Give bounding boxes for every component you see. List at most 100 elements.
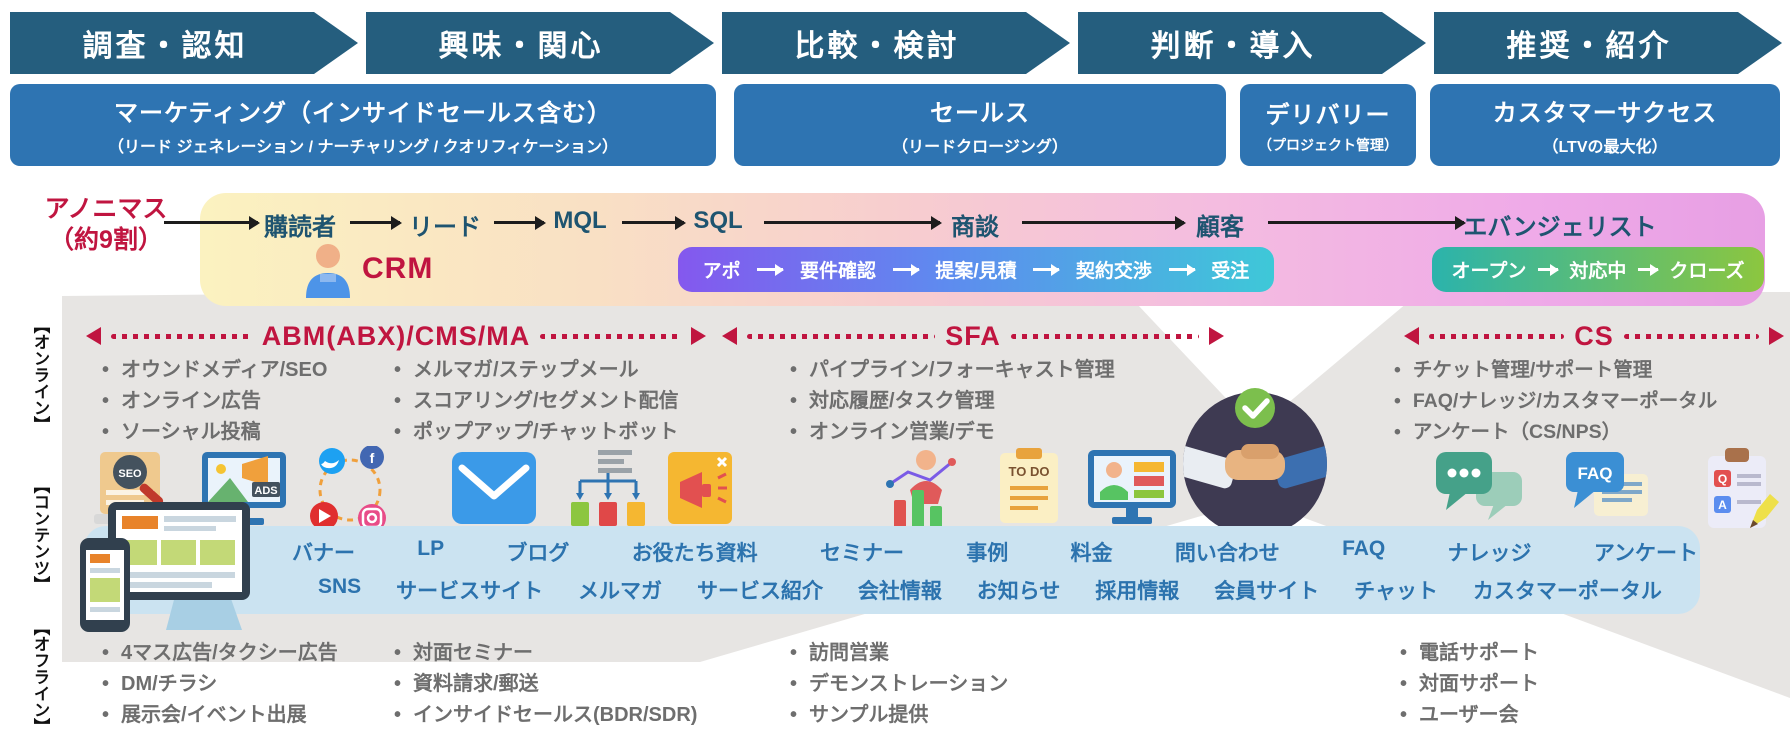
- list-item: 電話サポート: [1400, 638, 1539, 669]
- dotted-line: [111, 333, 252, 339]
- list-item: 対面セミナー: [394, 638, 697, 669]
- arrow-anonymous-to-subscriber: [164, 215, 260, 230]
- section-header-abm: ABM(ABX)/CMS/MA: [86, 318, 706, 354]
- list-item: FAQ/ナレッジ/カスタマーポータル: [1394, 386, 1717, 417]
- content-item: お役たち資料: [631, 542, 758, 565]
- pipeline-chart-icon: [886, 450, 956, 528]
- dept-subtitle: （プロジェクト管理）: [1258, 137, 1398, 153]
- facebook-glyph: f: [370, 450, 375, 466]
- dept-box-marketing: マーケティング（インサイドセールス含む） （リード ジェネレーション / ナーチ…: [10, 84, 716, 166]
- dept-title: デリバリー: [1265, 102, 1391, 129]
- q-glyph: Q: [1718, 472, 1727, 486]
- online-sales-demo-icon: [1088, 450, 1176, 524]
- crm-user-icon: [306, 244, 350, 298]
- sales-step: 受注: [1211, 261, 1250, 282]
- list-item: 訪問営業: [790, 638, 1008, 669]
- list-item: オウンドメディア/SEO: [102, 355, 327, 386]
- list-item: 4マス広告/タクシー広告: [102, 638, 338, 669]
- content-item: カスタマーポータル: [1472, 580, 1662, 603]
- anonymous-ratio: （約9割）: [49, 226, 163, 255]
- step-arrow-icon: [1033, 264, 1061, 275]
- abm-online-list-2: メルマガ/ステップメール スコアリング/セグメント配信 ポップアップ/チャットボ…: [394, 355, 679, 448]
- a-glyph: A: [1718, 498, 1727, 512]
- dotted-line: [1010, 333, 1200, 339]
- todo-task-icon: TO DO: [1000, 448, 1058, 523]
- list-item: ユーザー会: [1400, 700, 1539, 731]
- contents-row-1: バナー LP ブログ お役たち資料 セミナー 事例 料金 問い合わせ FAQ ナ…: [292, 537, 1698, 567]
- dotted-arrow-right-icon: [691, 327, 706, 345]
- content-item: お知らせ: [976, 580, 1061, 603]
- email-icon: [452, 452, 536, 524]
- cs-steps-box: オープン 対応中 クローズ: [1432, 247, 1764, 292]
- website-devices-icon: [80, 502, 250, 632]
- stage-label: 興味・関心: [438, 30, 604, 63]
- segmentation-icon: [571, 450, 645, 526]
- stage-arrow-decide: 判断・導入: [1078, 12, 1426, 74]
- social-networks-icon: f: [310, 446, 386, 532]
- dotted-line: [1623, 333, 1760, 339]
- list-item: 展示会/イベント出展: [102, 700, 338, 731]
- survey-qa-icon: Q A: [1708, 448, 1779, 528]
- funnel-stage-deal: 商談: [951, 214, 999, 241]
- ads-glyph: ADS: [254, 485, 277, 497]
- faq-glyph: FAQ: [1578, 464, 1613, 483]
- content-item: ナレッジ: [1447, 542, 1532, 565]
- contents-band: [84, 526, 1700, 614]
- content-item: チャット: [1354, 580, 1438, 603]
- list-item: 対面サポート: [1400, 669, 1539, 700]
- crm-label: CRM: [362, 252, 434, 285]
- sales-step: アポ: [702, 261, 741, 282]
- arrow-deal-to-customer: [1022, 215, 1186, 230]
- cs-online-list: チケット管理/サポート管理 FAQ/ナレッジ/カスタマーポータル アンケート（C…: [1394, 355, 1717, 448]
- contents-row-2: SNS サービスサイト メルマガ サービス紹介 会社情報 お知らせ 採用情報 会…: [318, 575, 1662, 605]
- dotted-line: [1429, 333, 1565, 339]
- list-item: チケット管理/サポート管理: [1394, 355, 1717, 386]
- step-arrow-icon: [892, 264, 920, 275]
- arrow-mql-to-sql: [622, 215, 686, 230]
- handshake-icon: [1183, 388, 1327, 536]
- arrow-lead-to-mql: [494, 215, 546, 230]
- list-item: サンプル提供: [790, 700, 1008, 731]
- anonymous-label: アノニマス （約9割）: [18, 194, 194, 257]
- funnel-stage-sql: SQL: [693, 207, 743, 234]
- step-arrow-icon: [757, 264, 785, 275]
- list-item: インサイドセールス(BDR/SDR): [394, 700, 697, 731]
- stage-label: 推奨・紹介: [1506, 30, 1672, 63]
- content-item: 採用情報: [1095, 580, 1180, 603]
- funnel-stage-customer: 顧客: [1196, 214, 1244, 241]
- content-item: メルマガ: [578, 580, 663, 603]
- arrow-customer-to-evangelist: [1268, 215, 1466, 230]
- sales-step: 提案/見積: [935, 261, 1017, 282]
- offline-list-sales: 訪問営業 デモンストレーション サンプル提供: [790, 638, 1008, 731]
- content-item: FAQ: [1342, 537, 1386, 560]
- sfa-online-list: パイプライン/フォーキャスト管理 対応履歴/タスク管理 オンライン営業/デモ: [790, 355, 1115, 448]
- dept-title: マーケティング（インサイドセールス含む）: [113, 100, 613, 127]
- abm-online-list-1: オウンドメディア/SEO オンライン広告 ソーシャル投稿: [102, 355, 327, 448]
- section-title: ABM(ABX)/CMS/MA: [261, 320, 531, 351]
- section-header-sfa: SFA: [722, 318, 1225, 354]
- online-ads-icon: ADS: [202, 452, 286, 525]
- dept-title: セールス: [930, 100, 1030, 127]
- dept-subtitle: （リードクロージング）: [892, 139, 1068, 156]
- content-item: 会員サイト: [1214, 580, 1320, 603]
- dotted-line: [540, 333, 681, 339]
- content-item: 事例: [966, 542, 1009, 565]
- arrow-subscriber-to-lead: [350, 215, 402, 230]
- stage-arrow-advocate: 推奨・紹介: [1434, 12, 1782, 74]
- dept-subtitle: （LTVの最大化）: [1542, 139, 1668, 156]
- funnel-stage-subscriber: 購読者: [264, 214, 336, 241]
- list-item: オンライン広告: [102, 386, 327, 417]
- offline-list-nurturing: 対面セミナー 資料請求/郵送 インサイドセールス(BDR/SDR): [394, 638, 697, 731]
- offline-list-abm: 4マス広告/タクシー広告 DM/チラシ 展示会/イベント出展: [102, 638, 338, 731]
- cs-step: 対応中: [1569, 261, 1627, 282]
- list-item: オンライン営業/デモ: [790, 417, 1115, 448]
- todo-glyph: TO DO: [1009, 464, 1050, 479]
- section-title: SFA: [945, 320, 1001, 351]
- list-item: 対応履歴/タスク管理: [790, 386, 1115, 417]
- funnel-stage-lead: リード: [409, 214, 481, 241]
- faq-icon: FAQ: [1566, 452, 1648, 516]
- funnel-stage-mql: MQL: [553, 207, 607, 234]
- dept-title: カスタマーサクセス: [1492, 100, 1718, 127]
- content-item: SNS: [318, 575, 362, 598]
